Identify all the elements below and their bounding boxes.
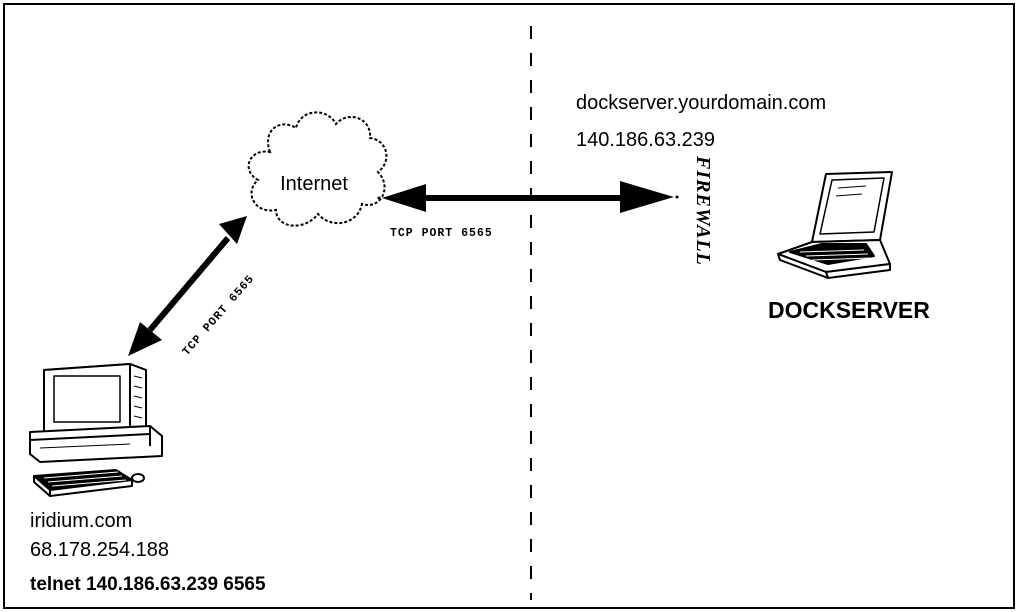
desktop-computer-icon xyxy=(29,363,163,497)
diagonal-link-arrow xyxy=(128,216,247,356)
internet-label: Internet xyxy=(280,173,348,195)
internet-cloud: Internet xyxy=(247,111,388,227)
client-ip: 68.178.254.188 xyxy=(30,539,169,561)
horizontal-link-arrow xyxy=(377,181,679,213)
horizontal-port-label: TCP PORT 6565 xyxy=(390,227,493,240)
firewall-label: FIREWALL xyxy=(692,155,714,266)
laptop-icon xyxy=(777,171,893,279)
server-name: DOCKSERVER xyxy=(768,297,930,323)
server-ip: 140.186.63.239 xyxy=(576,129,715,151)
server-hostname: dockserver.yourdomain.com xyxy=(576,92,826,114)
client-command: telnet 140.186.63.239 6565 xyxy=(30,574,266,595)
client-hostname: iridium.com xyxy=(30,510,132,532)
